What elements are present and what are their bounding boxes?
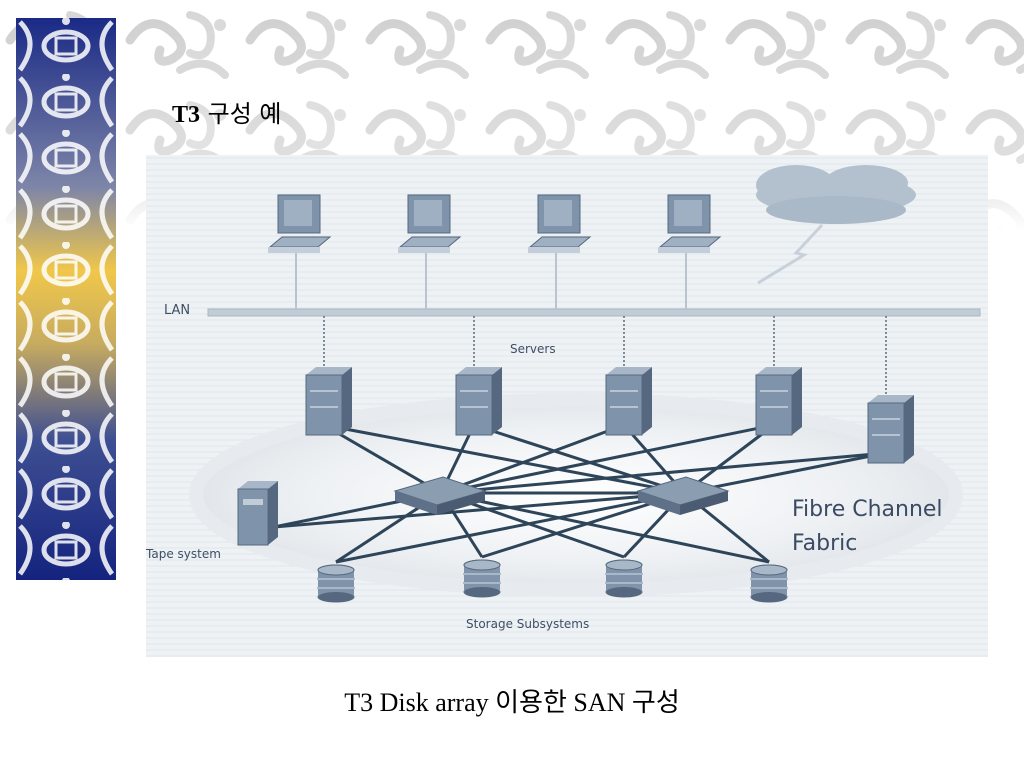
fabric-ring (189, 393, 963, 597)
storage-arrays (317, 559, 788, 603)
fabric-link (473, 423, 685, 495)
caption-latin: SAN (566, 688, 632, 717)
server-icon (305, 367, 352, 436)
workstation-icon (268, 194, 332, 253)
storage-array-icon (317, 564, 355, 603)
servers (305, 367, 914, 464)
fabric-link (335, 491, 685, 564)
workstation-links (295, 250, 687, 309)
fc-switch-icon (636, 476, 730, 515)
fabric-link (683, 451, 887, 495)
storage-array-icon (463, 559, 501, 598)
diagram-canvas (146, 155, 988, 657)
title-rest: 구성 예 (200, 100, 282, 128)
storage-array-icon (605, 559, 643, 598)
fabric-link (440, 423, 625, 495)
fc-switch-icon (393, 476, 487, 515)
caption-suffix: 구성 (631, 688, 680, 718)
workstations (268, 194, 722, 253)
fabric-link (440, 491, 770, 564)
workstation-icon (528, 194, 592, 253)
fabric-link (323, 423, 685, 495)
workstation-icon (658, 194, 722, 253)
san-diagram: LAN Servers Tape system Storage Subsyste… (146, 155, 988, 657)
lan-label: LAN (164, 303, 191, 318)
fabric-link (323, 423, 442, 495)
fabric-link (440, 423, 775, 495)
fc-switches (393, 476, 730, 515)
server-icon (755, 367, 802, 436)
fabric-link (440, 451, 887, 495)
lan-bus (207, 308, 981, 317)
caption-prefix: T3 Disk array (344, 688, 496, 717)
title-prefix: T3 (172, 102, 201, 128)
slide-title: T3 구성 예 (172, 94, 282, 129)
caption-middle: 이용한 (495, 688, 567, 718)
tape-system-label: Tape system (146, 547, 221, 561)
server-icon (867, 395, 914, 464)
tape-system (237, 481, 278, 546)
server-icon (605, 367, 652, 436)
wan-cloud-icon (756, 165, 916, 224)
server-lan-links (323, 316, 887, 403)
fabric-label-line1: Fibre Channel (792, 497, 943, 522)
workstation-icon (398, 194, 462, 253)
ornamental-band (16, 18, 116, 580)
wan-link-icon (757, 223, 824, 285)
fabric-label-line2: Fabric (792, 531, 858, 556)
servers-label: Servers (510, 342, 556, 356)
server-icon (455, 367, 502, 436)
tape-system-icon (237, 481, 278, 546)
slide-caption: T3 Disk array 이용한 SAN 구성 (0, 682, 1024, 719)
storage-subsystems-label: Storage Subsystems (466, 617, 590, 631)
storage-array-icon (750, 564, 788, 603)
fabric-link (273, 491, 685, 529)
